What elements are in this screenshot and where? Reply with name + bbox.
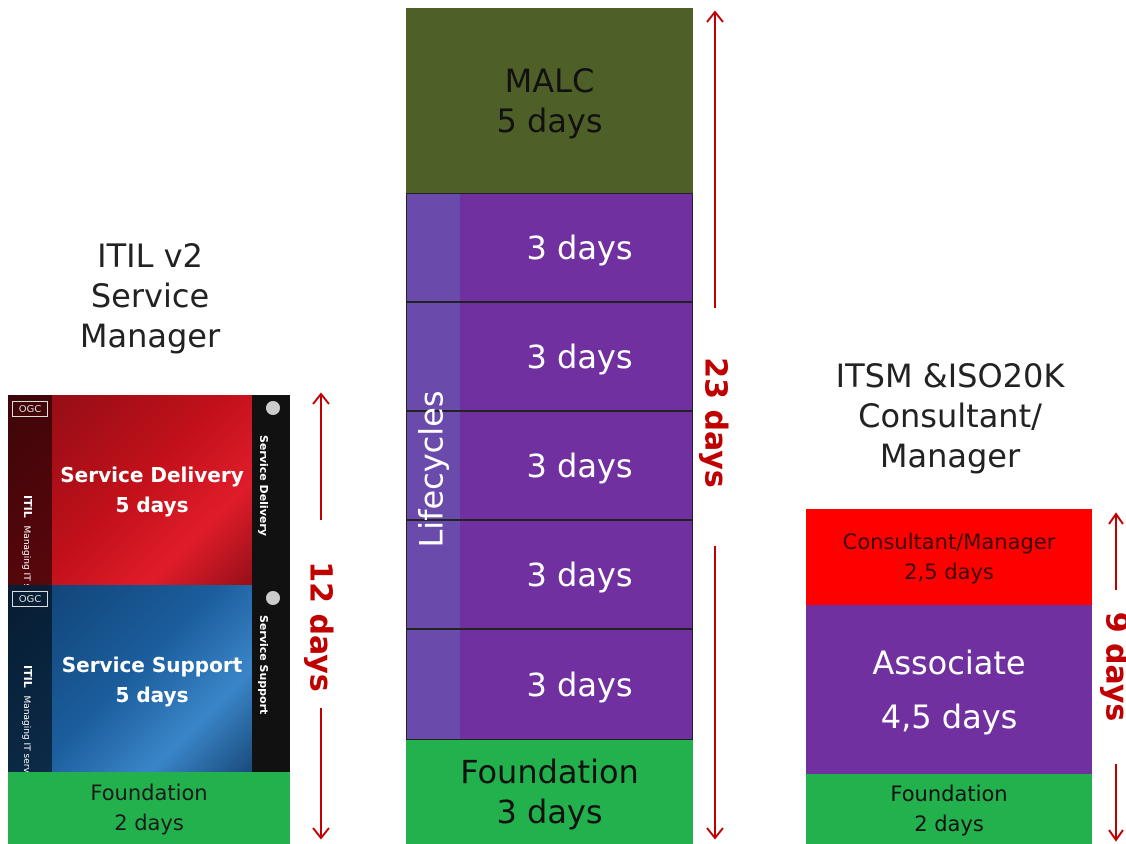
- service-support-name: Service Support: [61, 653, 243, 677]
- right-total-text: 9 days: [1098, 611, 1126, 721]
- middle-foundation-days: 3 days: [496, 793, 603, 831]
- service-delivery-book: OGC ITIL Managing IT services Service De…: [8, 395, 290, 620]
- module-days: 3 days: [526, 337, 633, 376]
- left-total-label: 12 days: [250, 561, 390, 691]
- consultant-name: Consultant/Manager: [842, 530, 1056, 554]
- lifecycle-module: 3 days: [407, 194, 692, 303]
- module-days: 3 days: [526, 446, 633, 485]
- ogc-tag: OGC: [12, 401, 48, 417]
- lifecycle-module: 3 days: [407, 412, 692, 521]
- service-delivery-days: 5 days: [115, 493, 189, 517]
- left-foundation-days: 2 days: [114, 811, 184, 835]
- itil-v2-title: ITIL v2 Service Manager: [40, 236, 260, 356]
- lifecycles-label: Lifecycles: [357, 390, 507, 547]
- right-total-label: 9 days: [1056, 611, 1126, 721]
- lifecycle-module: 3 days: [407, 521, 692, 630]
- lifecycle-module: 3 days: [407, 303, 692, 412]
- right-foundation-name: Foundation: [890, 782, 1008, 806]
- lifecycle-modules: 3 days 3 days 3 days 3 days 3 days Lifec…: [406, 193, 693, 740]
- itil-v2-title-line-2: Service: [90, 277, 210, 315]
- itil-v2-title-line-3: Manager: [79, 317, 221, 355]
- malc-block: MALC 5 days: [406, 8, 693, 193]
- service-support-label: Service Support 5 days: [52, 645, 252, 715]
- book-spine: [252, 395, 290, 585]
- right-foundation-days: 2 days: [914, 812, 984, 836]
- itsm-title-line-1: ITSM &ISO20K: [835, 357, 1065, 395]
- service-support-book: OGC ITIL Managing IT services Service Su…: [8, 585, 290, 790]
- book-left-strip: [8, 585, 52, 772]
- service-support-days: 5 days: [115, 683, 189, 707]
- malc-days: 5 days: [496, 101, 603, 140]
- right-foundation-block: Foundation 2 days: [806, 774, 1092, 844]
- itil-v2-title-line-1: ITIL v2: [97, 237, 203, 275]
- middle-foundation-name: Foundation: [460, 753, 639, 791]
- consultant-block: Consultant/Manager 2,5 days: [806, 509, 1092, 605]
- middle-total-label: 23 days: [645, 357, 785, 487]
- service-delivery-label: Service Delivery 5 days: [52, 455, 252, 525]
- associate-days: 4,5 days: [880, 697, 1018, 736]
- ogc-tag: OGC: [12, 591, 48, 607]
- consultant-days: 2,5 days: [904, 560, 994, 584]
- module-days: 3 days: [526, 555, 633, 594]
- left-foundation-block: Foundation 2 days: [8, 772, 290, 844]
- itil-logo-text: ITIL: [21, 495, 34, 518]
- delivery-spine-text: Service Delivery: [257, 435, 270, 536]
- associate-name: Associate: [872, 643, 1026, 682]
- best-practice-label: [266, 401, 280, 415]
- module-days: 3 days: [526, 228, 633, 267]
- best-practice-label: [266, 591, 280, 605]
- lifecycles-text: Lifecycles: [413, 390, 452, 548]
- itsm-title-line-2: Consultant/: [858, 397, 1042, 435]
- right-duration-arrow: [1108, 512, 1124, 842]
- book-spine: [252, 585, 290, 772]
- middle-foundation-block: Foundation 3 days: [406, 740, 693, 844]
- module-days: 3 days: [526, 665, 633, 704]
- left-foundation-name: Foundation: [90, 781, 208, 805]
- malc-name: MALC: [504, 61, 595, 100]
- service-delivery-name: Service Delivery: [60, 463, 244, 487]
- lifecycle-strip: [407, 194, 460, 739]
- associate-block: Associate 4,5 days: [806, 605, 1092, 774]
- left-total-text: 12 days: [302, 560, 338, 692]
- itil-logo-text: ITIL: [21, 665, 34, 688]
- middle-total-text: 23 days: [697, 356, 733, 488]
- book-left-strip: [8, 395, 52, 585]
- itsm-title: ITSM &ISO20K Consultant/ Manager: [800, 356, 1100, 476]
- left-duration-arrow: [312, 392, 330, 840]
- lifecycle-module: 3 days: [407, 630, 692, 739]
- itsm-title-line-3: Manager: [879, 437, 1021, 475]
- middle-duration-arrow: [706, 10, 724, 840]
